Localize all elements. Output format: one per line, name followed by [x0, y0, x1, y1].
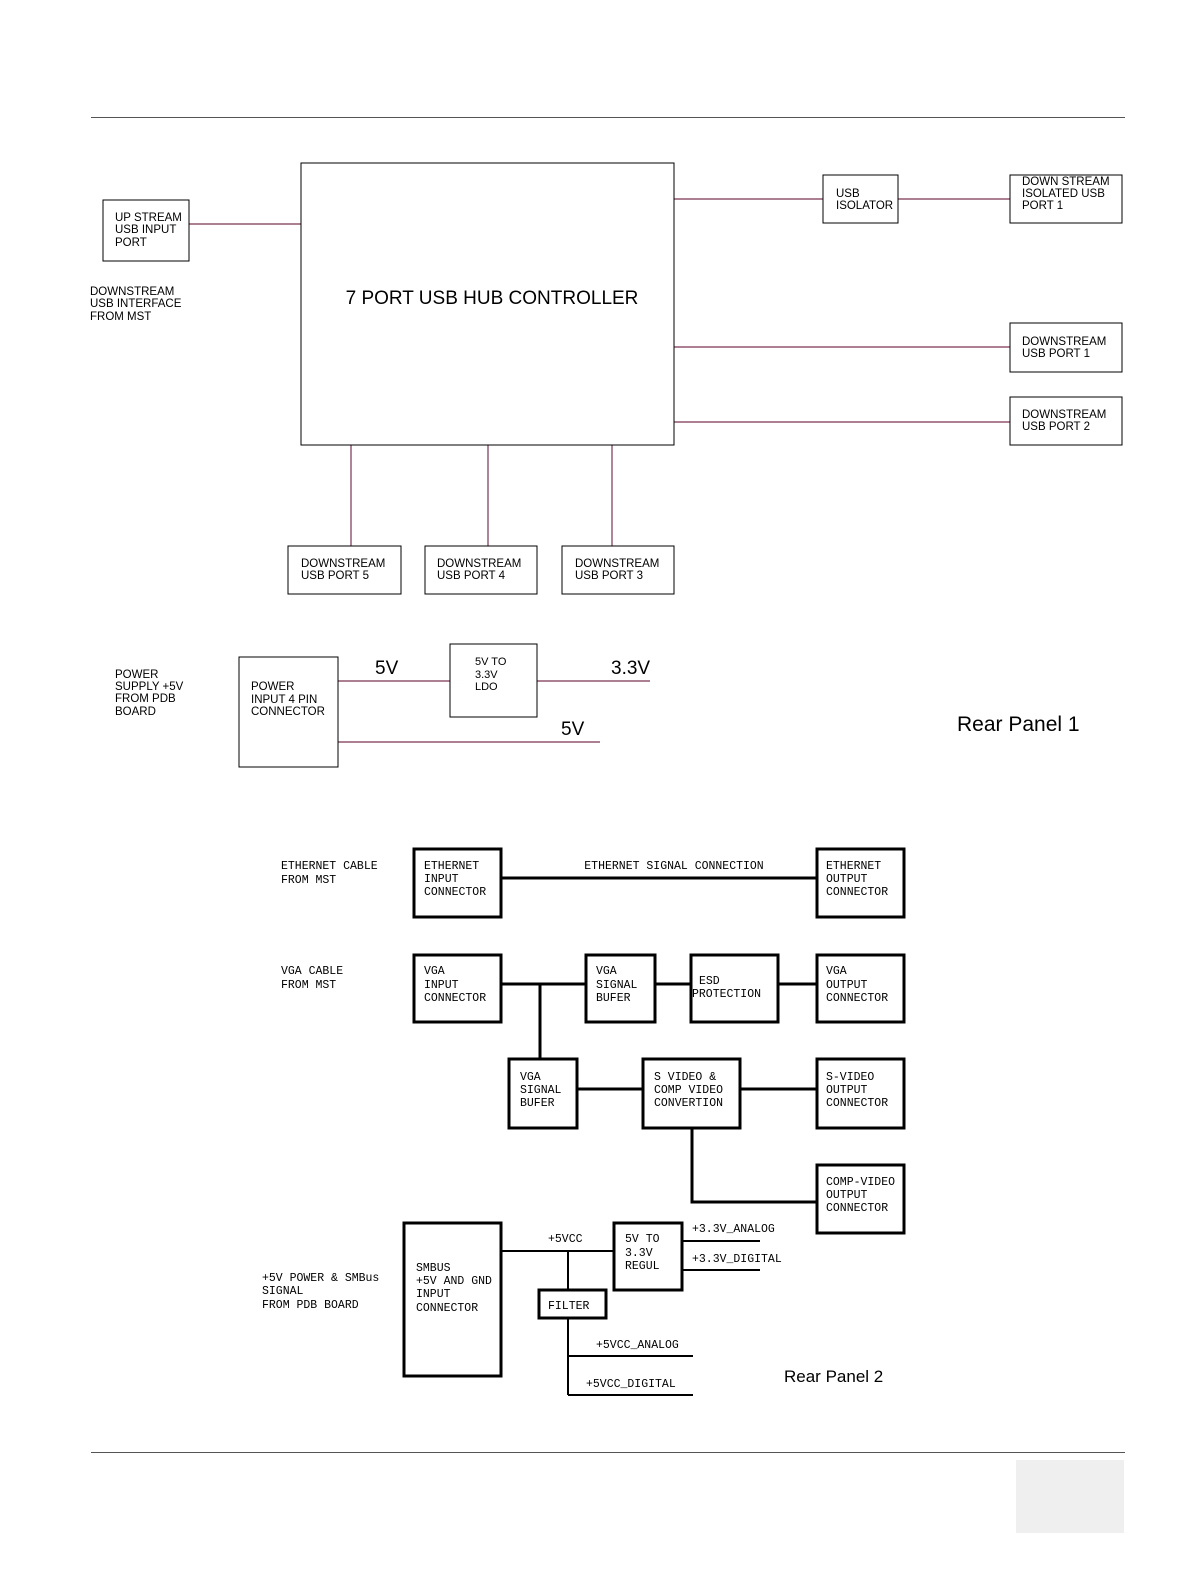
ethernet-output-box — [815, 847, 906, 919]
filter-box — [537, 1288, 608, 1320]
vga-buffer-2-label: VGA SIGNAL BUFER — [520, 1071, 568, 1110]
vga-input-box — [412, 953, 503, 1024]
upstream-caption: DOWNSTREAM USB INTERFACE FROM MST — [90, 286, 185, 323]
label-5v-bottom: 5V — [561, 719, 585, 740]
ldo-label: 5V TO 3.3V LDO — [475, 656, 509, 693]
ethernet-caption: ETHERNET CABLE FROM MST — [281, 860, 385, 887]
analog-33v-label: +3.3V_ANALOG — [692, 1223, 775, 1236]
usb-isolator-label: USB ISOLATOR — [836, 188, 893, 212]
vga-output-box — [815, 953, 906, 1024]
smbus-connector-label: SMBUS +5V AND GND INPUT CONNECTOR — [416, 1262, 499, 1315]
vcc-digital-label: +5VCC_DIGITAL — [586, 1378, 676, 1391]
power-connector-label: POWER INPUT 4 PIN CONNECTOR — [251, 681, 325, 718]
esd-protection-label: ESD PROTECTION — [692, 975, 761, 1001]
isolated-port-box — [1009, 174, 1123, 224]
upstream-label: UP STREAM USB INPUT PORT — [115, 212, 185, 249]
isolated-port-label: DOWN STREAM ISOLATED USB PORT 1 — [1022, 176, 1113, 212]
rear-panel-1-title: Rear Panel 1 — [957, 713, 1080, 736]
vcc-label: +5VCC — [548, 1233, 583, 1246]
svideo-conversion-box — [641, 1057, 742, 1130]
esd-protection-box — [689, 953, 780, 1024]
label-5v-top: 5V — [375, 658, 399, 679]
vga-buffer-2-box — [507, 1057, 579, 1130]
hub-controller-box — [300, 162, 675, 446]
vga-input-label: VGA INPUT CONNECTOR — [424, 965, 486, 1005]
usb-port-2-label: DOWNSTREAM USB PORT 2 — [1022, 409, 1110, 433]
vga-output-label: VGA OUTPUT CONNECTOR — [826, 965, 888, 1005]
ldo-box — [449, 643, 538, 718]
usb-port-4-label: DOWNSTREAM USB PORT 4 — [437, 558, 525, 582]
rear-panel-2: ETHERNET CABLE FROM MST ETHERNET INPUT C… — [262, 847, 906, 1396]
smbus-caption: +5V POWER & SMBus SIGNAL FROM PDB BOARD — [262, 1272, 386, 1312]
ethernet-output-label: ETHERNET OUTPUT CONNECTOR — [826, 860, 888, 899]
regulator-box — [612, 1221, 684, 1292]
usb-isolator-box — [822, 174, 899, 224]
header-rule — [91, 117, 1125, 118]
wire-comp-out — [690, 1128, 817, 1204]
rear-panel-1: 7 PORT USB HUB CONTROLLER UP STREAM USB … — [90, 162, 1123, 768]
svideo-conversion-label: S VIDEO & COMP VIDEO CONVERTION — [654, 1071, 730, 1110]
upstream-box — [102, 199, 190, 262]
hub-controller-label: 7 PORT USB HUB CONTROLLER — [346, 288, 639, 309]
footer-rule — [91, 1452, 1125, 1453]
vga-buffer-1-box — [584, 953, 657, 1024]
comp-video-output-box — [815, 1163, 906, 1235]
svideo-output-box — [815, 1057, 906, 1130]
vga-buffer-1-label: VGA SIGNAL BUFER — [596, 965, 644, 1005]
smbus-connector-box — [402, 1221, 503, 1378]
usb-port-3-box — [561, 545, 675, 595]
label-3-3v: 3.3V — [611, 658, 650, 679]
power-connector-box — [238, 656, 339, 768]
usb-port-3-label: DOWNSTREAM USB PORT 3 — [575, 558, 663, 582]
usb-port-1-label: DOWNSTREAM USB PORT 1 — [1022, 336, 1110, 360]
ethernet-input-box — [412, 847, 503, 919]
usb-port-4-box — [424, 545, 538, 595]
vcc-analog-label: +5VCC_ANALOG — [596, 1339, 679, 1352]
usb-port-5-label: DOWNSTREAM USB PORT 5 — [301, 558, 389, 582]
usb-port-1-box — [1009, 322, 1123, 373]
page-number-box — [1016, 1460, 1124, 1533]
comp-video-output-label: COMP-VIDEO OUTPUT CONNECTOR — [826, 1176, 902, 1215]
usb-port-2-box — [1009, 396, 1123, 446]
ethernet-signal-label: ETHERNET SIGNAL CONNECTION — [584, 860, 763, 873]
filter-label: FILTER — [548, 1300, 590, 1313]
rear-panel-2-title: Rear Panel 2 — [784, 1367, 883, 1386]
vga-caption: VGA CABLE FROM MST — [281, 965, 350, 992]
power-caption: POWER SUPPLY +5V FROM PDB BOARD — [115, 669, 187, 718]
svideo-output-label: S-VIDEO OUTPUT CONNECTOR — [826, 1071, 888, 1110]
ethernet-input-label: ETHERNET INPUT CONNECTOR — [424, 860, 486, 899]
digital-33v-label: +3.3V_DIGITAL — [692, 1253, 782, 1266]
regulator-label: 5V TO 3.3V REGUL — [625, 1233, 666, 1273]
usb-port-5-box — [287, 545, 402, 595]
